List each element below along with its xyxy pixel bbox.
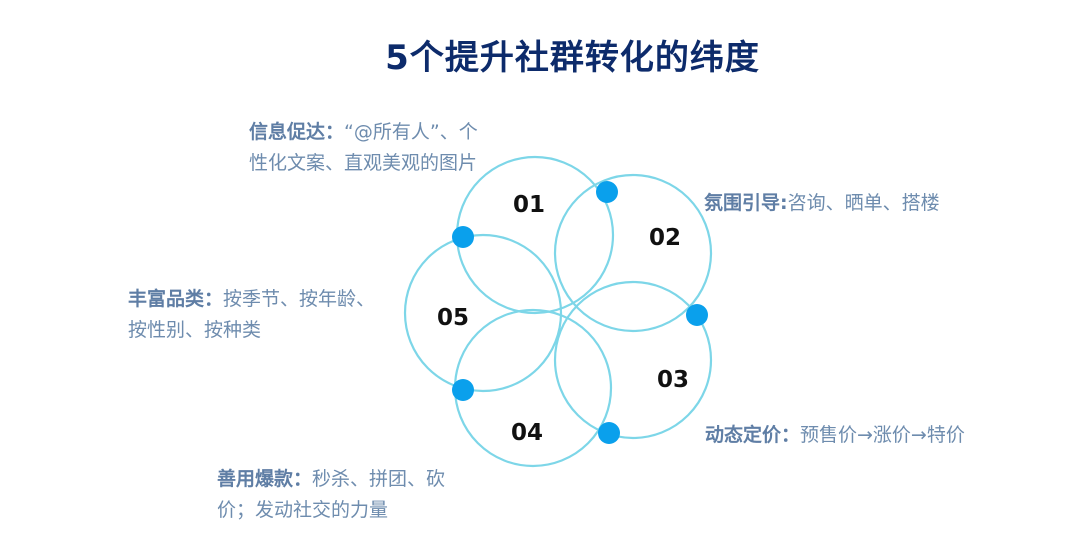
petal-circle-03 [553, 280, 713, 440]
petal-number-01: 01 [513, 192, 545, 218]
label-category-line2: 按性别、按种类 [128, 319, 262, 341]
petal-number-05: 05 [437, 305, 469, 331]
petal-circle-02 [553, 173, 713, 333]
blue-dot-icon [686, 304, 708, 326]
label-info-head: 信息促达： [249, 121, 345, 143]
label-pricing-head: 动态定价： [705, 424, 801, 446]
label-atmosphere: 氛围引导:咨询、晒单、搭楼 [704, 188, 940, 219]
label-hot-line1: 秒杀、拼团、砍 [312, 468, 446, 490]
label-hot-head: 善用爆款： [217, 468, 313, 490]
label-hot-line2: 价；发动社交的力量 [217, 499, 389, 521]
label-info-delivery: 信息促达：“@所有人”、个 性化文案、直观美观的图片 [249, 117, 478, 179]
label-category-line1: 按季节、按年龄、 [223, 288, 376, 310]
petal-number-02: 02 [649, 225, 681, 251]
petal-number-04: 04 [511, 420, 543, 446]
label-atmosphere-line1: 咨询、晒单、搭楼 [787, 192, 940, 214]
blue-dot-icon [596, 181, 618, 203]
label-info-line2: 性化文案、直观美观的图片 [249, 152, 478, 174]
petal-number-03: 03 [657, 367, 689, 393]
label-pricing-line1: 预售价→涨价→特价 [800, 424, 965, 446]
page-title: 5个提升社群转化的纬度 [385, 38, 760, 78]
petal-circle-05 [403, 233, 563, 393]
label-category: 丰富品类：按季节、按年龄、 按性别、按种类 [128, 284, 375, 346]
label-atmosphere-head: 氛围引导: [704, 192, 788, 214]
blue-dot-icon [452, 226, 474, 248]
label-hot-items: 善用爆款：秒杀、拼团、砍 价；发动社交的力量 [217, 464, 445, 526]
label-pricing: 动态定价：预售价→涨价→特价 [705, 420, 965, 451]
label-info-line1: “@所有人”、个 [344, 121, 478, 143]
label-category-head: 丰富品类： [128, 288, 224, 310]
blue-dot-icon [598, 422, 620, 444]
blue-dot-icon [452, 379, 474, 401]
